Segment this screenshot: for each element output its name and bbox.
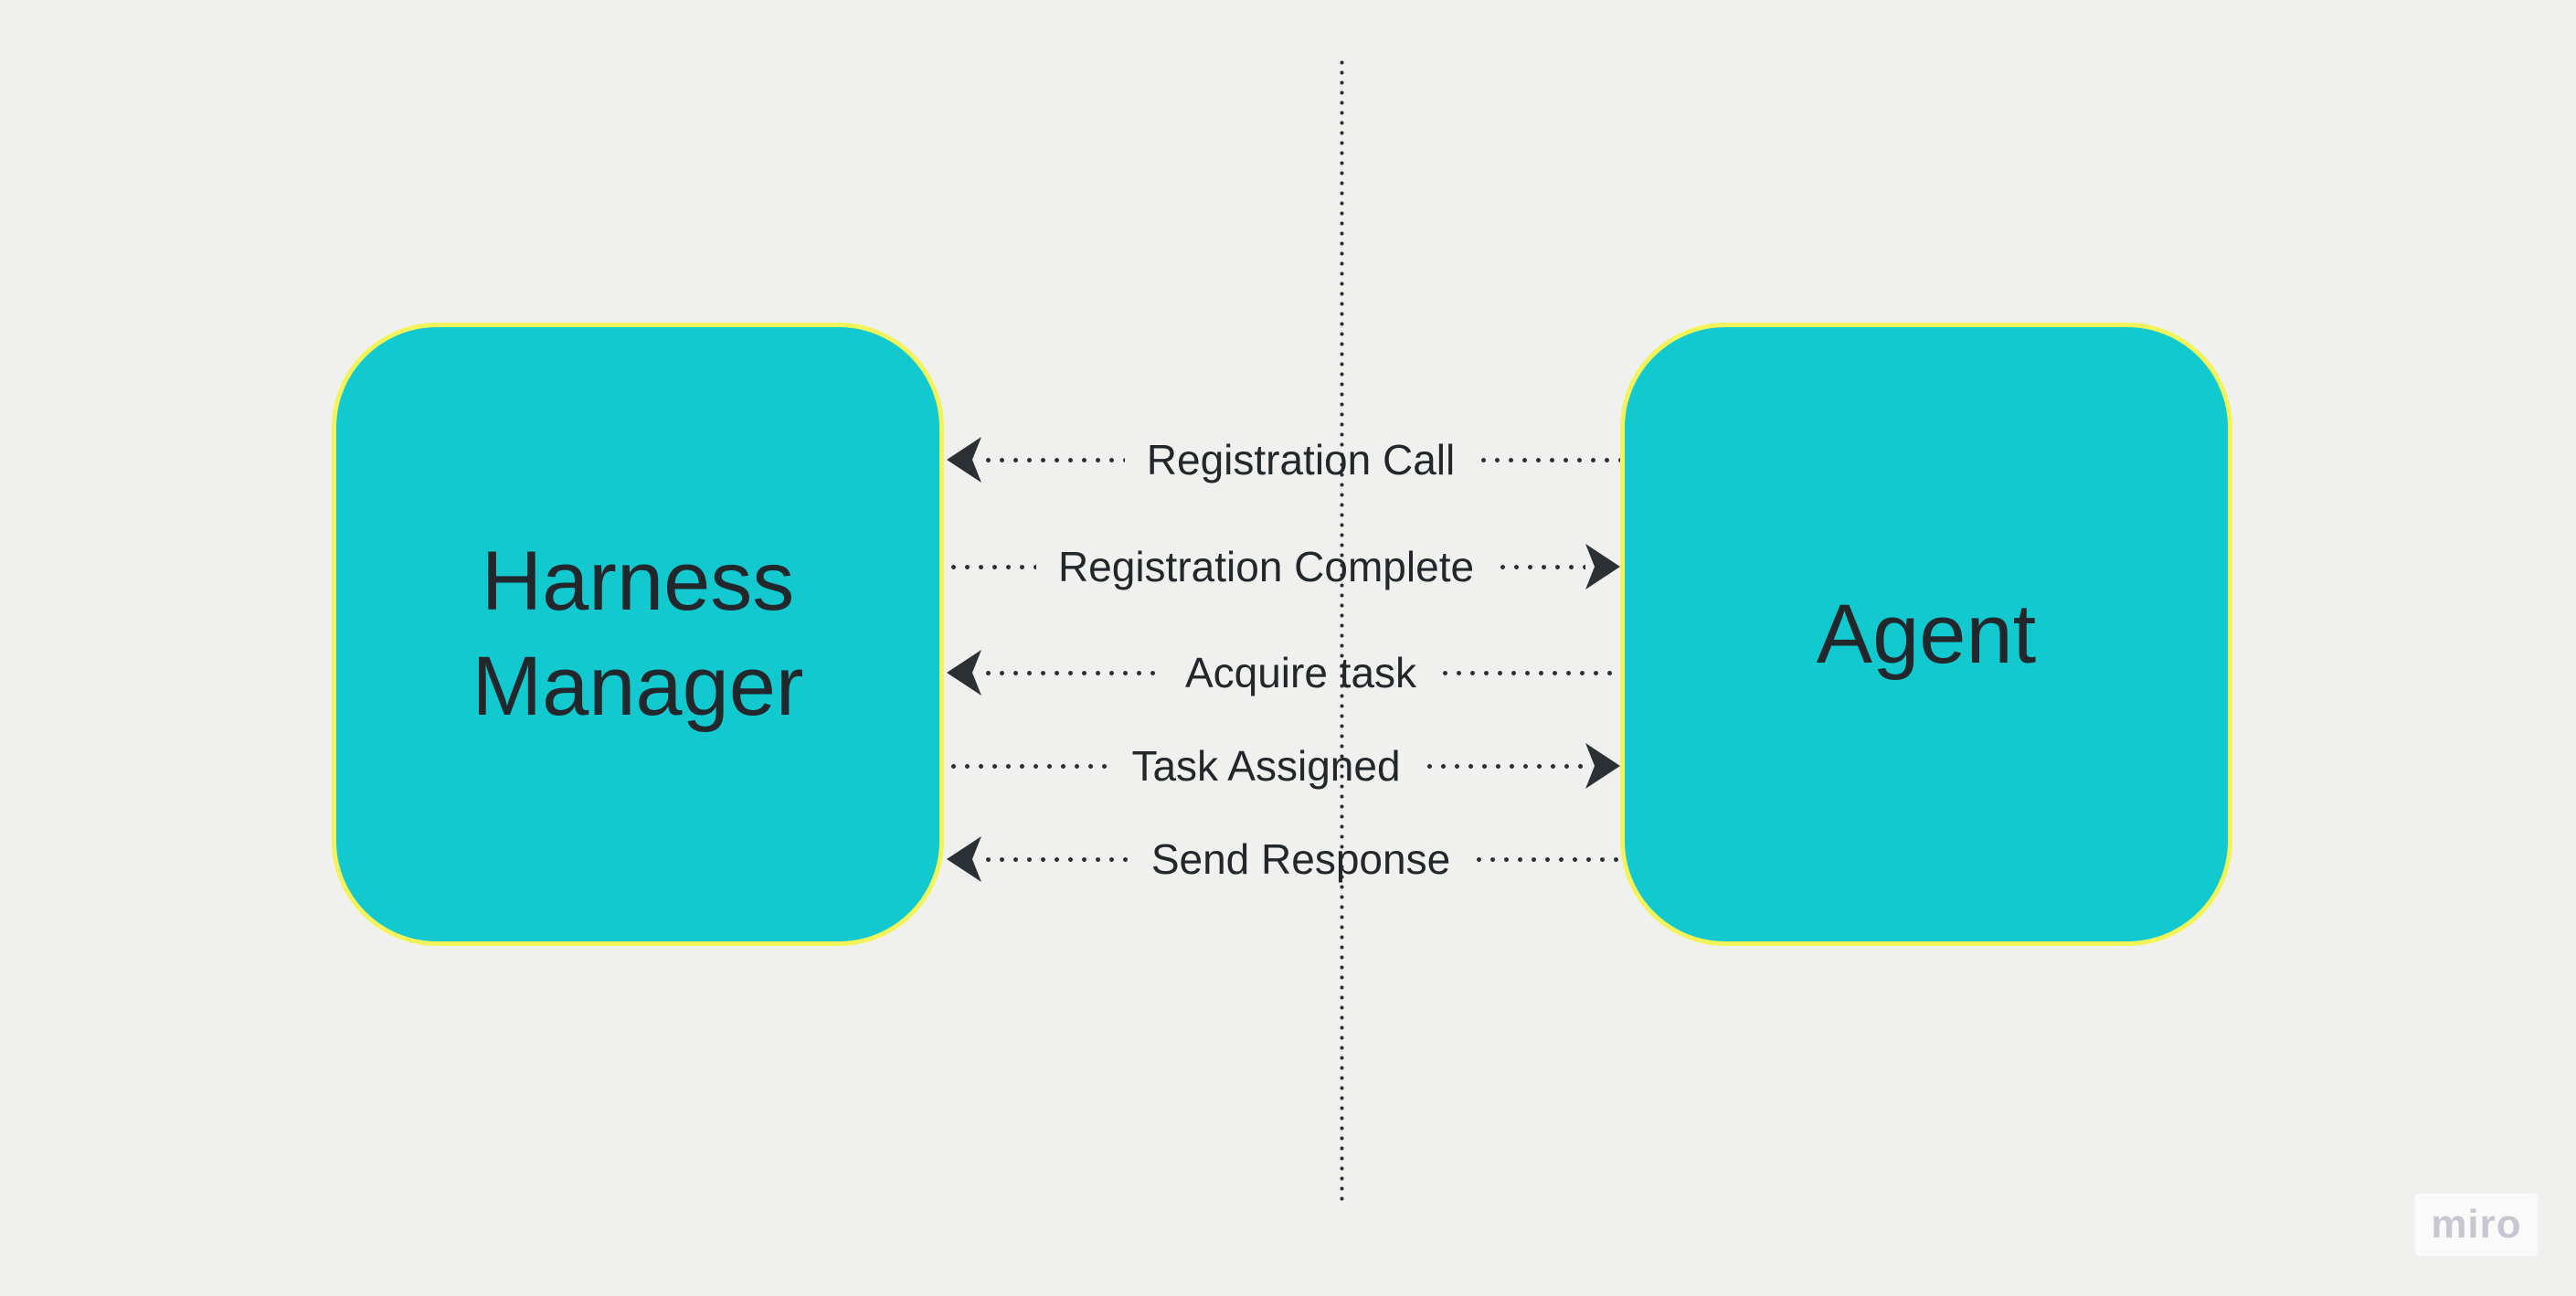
message-registration-complete[interactable]: Registration Complete [947, 541, 1621, 592]
node-agent[interactable]: Agent [1620, 323, 2232, 946]
dotted-connector [1422, 763, 1585, 769]
dotted-connector [947, 763, 1110, 769]
dotted-connector [981, 670, 1163, 675]
dotted-connector [981, 856, 1129, 862]
dotted-connector [1472, 856, 1621, 862]
node-agent-label: Agent [1816, 587, 2037, 681]
center-dotted-lifeline [1340, 58, 1344, 1202]
message-label: Send Response [1150, 835, 1451, 883]
message-acquire-task[interactable]: Acquire task [947, 647, 1620, 698]
arrowhead-left-icon [947, 650, 981, 696]
node-harness-manager[interactable]: Harness Manager [332, 323, 944, 946]
node-harness-manager-label: Harness Manager [472, 535, 804, 733]
dotted-connector [981, 457, 1125, 462]
dotted-connector [1496, 564, 1586, 569]
message-label: Registration Call [1146, 436, 1456, 483]
dotted-connector [1477, 457, 1621, 462]
message-registration-call[interactable]: Registration Call [947, 434, 1621, 485]
arrowhead-left-icon [947, 836, 981, 882]
message-label: Registration Complete [1057, 543, 1475, 590]
arrowhead-right-icon [1585, 544, 1621, 590]
message-send-response[interactable]: Send Response [947, 834, 1621, 885]
message-label: Acquire task [1184, 649, 1417, 696]
arrowhead-left-icon [947, 437, 981, 483]
message-label: Task Assigned [1131, 742, 1401, 790]
dotted-connector [947, 564, 1036, 569]
message-task-assigned[interactable]: Task Assigned [947, 740, 1620, 791]
arrowhead-right-icon [1585, 743, 1620, 789]
dotted-connector [1438, 670, 1620, 675]
miro-watermark: miro [2415, 1194, 2538, 1256]
miro-logo-text: miro [2431, 1202, 2522, 1247]
